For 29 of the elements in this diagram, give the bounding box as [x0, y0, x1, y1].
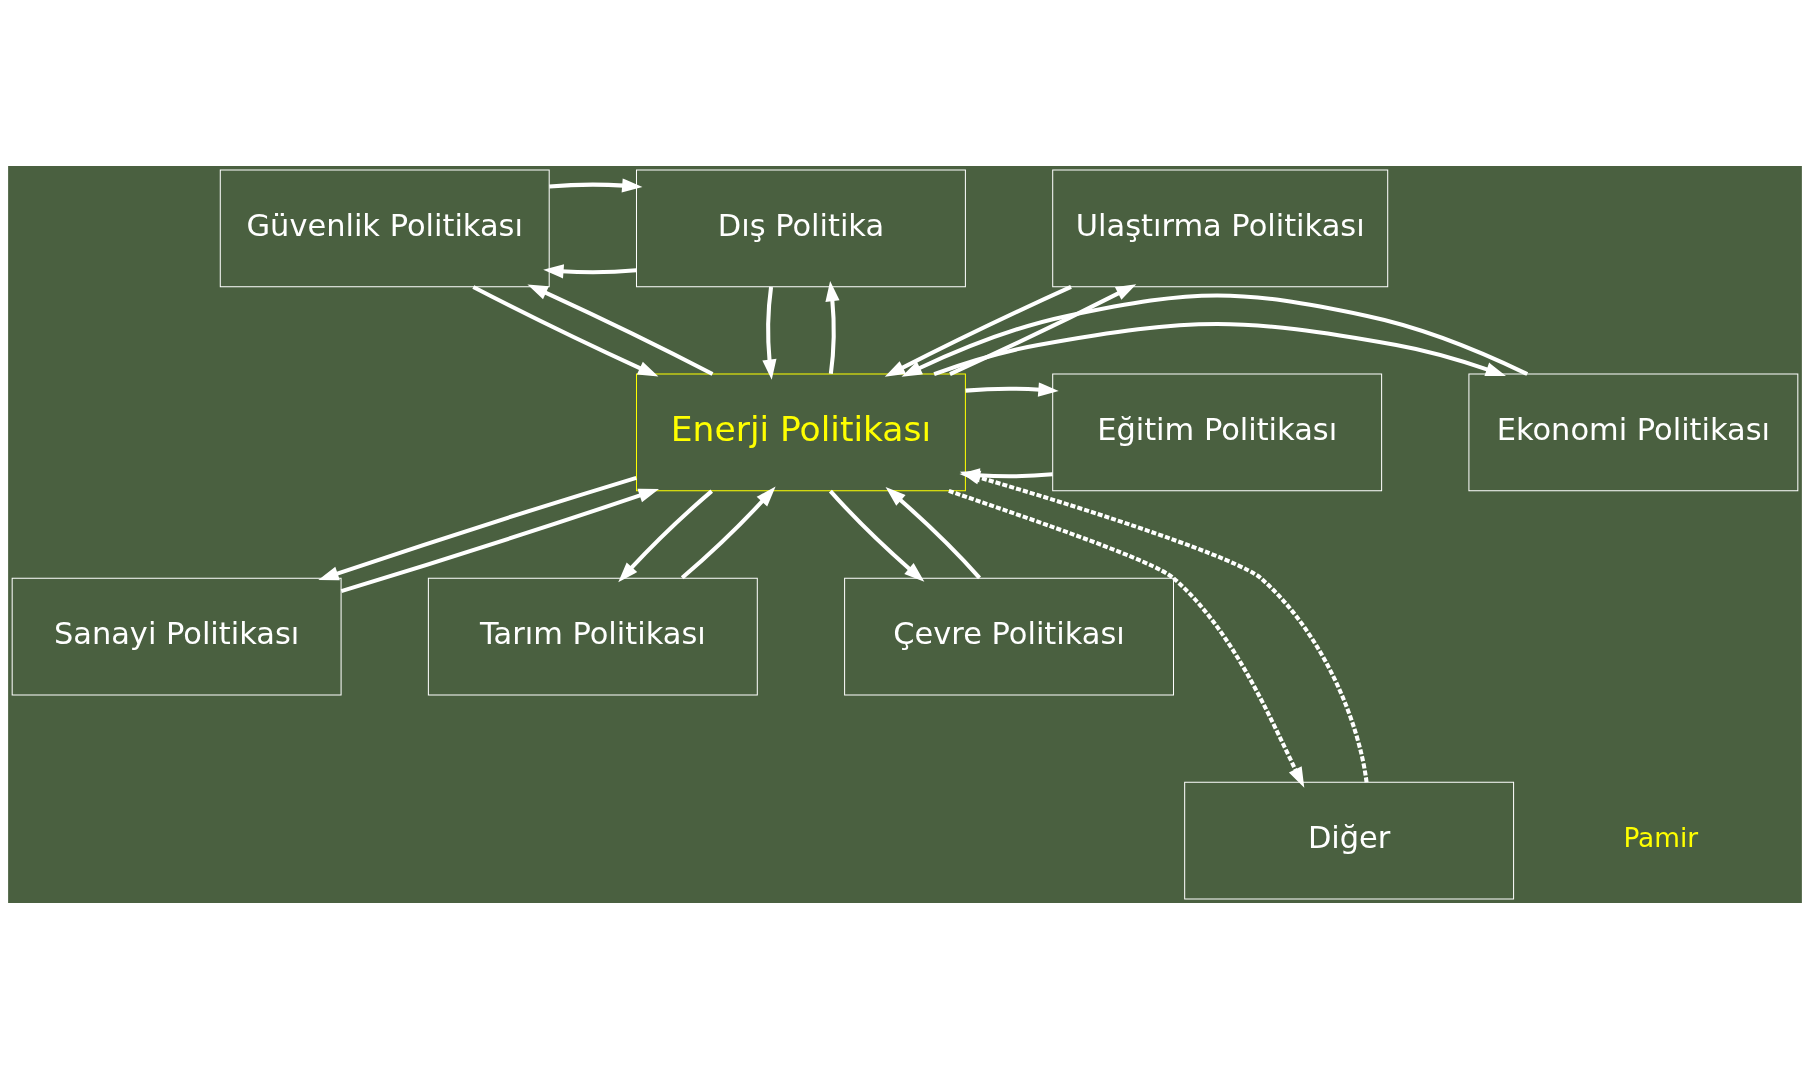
arrow [318, 475, 637, 581]
node-box: Güvenlik Politikası [219, 169, 550, 288]
arrow [965, 382, 1059, 397]
arrow [884, 285, 1072, 377]
node-box: Enerji Politikası [636, 373, 966, 492]
node-box: Tarım Politikası [427, 577, 758, 696]
arrow [549, 178, 643, 193]
arrow [885, 487, 982, 580]
arrow [828, 489, 925, 582]
arrow [901, 293, 1529, 377]
arrow [472, 285, 659, 377]
node-box: Çevre Politikası [844, 577, 1174, 696]
node-box: Diğer [1184, 781, 1515, 900]
arrow [680, 486, 776, 580]
arrow [618, 489, 713, 583]
arrow [527, 284, 714, 376]
arrow [948, 489, 1305, 788]
arrow [340, 488, 659, 594]
node-box: Sanayi Politikası [11, 577, 342, 696]
arrow [933, 322, 1506, 377]
node-box: Ulaştırma Politikası [1052, 169, 1389, 288]
arrow [825, 280, 840, 375]
node-box: Eğitim Politikası [1052, 373, 1383, 492]
label: Pamir [1623, 822, 1699, 853]
arrow [949, 284, 1137, 376]
node-box: Dış Politika [636, 169, 966, 288]
arrow [762, 286, 777, 380]
arrow [543, 264, 637, 279]
node-box: Ekonomi Politikası [1468, 373, 1799, 492]
